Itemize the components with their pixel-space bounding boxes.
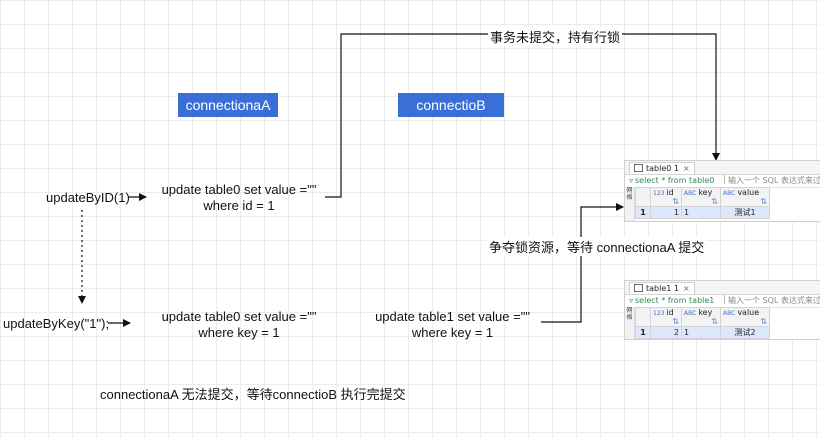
table-grid-icon [634,284,643,292]
type-icon: ABC [723,310,736,317]
sort-icon[interactable]: ⇅ [711,317,718,326]
column-name: key [698,188,713,197]
divider [724,295,725,304]
type-icon: ABC [723,190,736,197]
row-number-header [635,187,651,207]
cell-key[interactable]: 1 [681,326,721,339]
sort-icon[interactable]: ⇅ [760,197,767,206]
sql-a1-line2: where id = 1 [203,198,275,213]
table1-tab-bar: table1 1× [625,281,820,295]
column-name: key [698,308,713,317]
table0-tab-bar: table0 1× [625,161,820,175]
close-icon[interactable]: × [682,164,690,173]
sql-b-line2: where key = 1 [411,325,494,340]
table0-tab-label: table0 1 [646,164,679,173]
bottom-note: connectionaA 无法提交，等待connectioB 执行完提交 [100,387,406,402]
column-name: id [666,188,674,197]
sql-a1-line1: update table0 set value ="" [161,182,317,197]
cell-key[interactable]: 1 [681,206,721,219]
cell-value[interactable]: 测试2 [720,326,770,339]
arrow-lock-held [325,33,720,198]
table0-result-panel: table0 1× ▿select * from table0 输入一个 SQL… [624,160,820,222]
sql-b-line1: update table1 set value ="" [375,309,530,324]
cell-id[interactable]: 1 [650,206,682,219]
connection-b-header: connectioB [398,93,504,117]
arrow-compete-lock [541,203,624,323]
update-by-key-label: updateByKey("1"); [3,316,110,331]
sql-block-a2: update table0 set value ="" where key = … [155,309,323,341]
table1-tab[interactable]: table1 1× [629,282,695,294]
filter-icon: ▿ [629,176,634,185]
column-name: value [737,188,760,197]
filter-icon: ▿ [629,296,634,305]
lock-held-note: 事务未提交，持有行锁 [488,27,623,46]
update-by-id-label: updateByID(1) [46,190,130,205]
table-row[interactable]: 1 1 1 测试1 [635,206,770,219]
type-icon: ABC [684,190,697,197]
table-grid-icon [634,164,643,172]
column-name: value [737,308,760,317]
sort-icon[interactable]: ⇅ [672,317,679,326]
close-icon[interactable]: × [682,284,690,293]
table1-grid-side-tab[interactable]: 网格 [625,307,635,339]
sort-icon[interactable]: ⇅ [711,197,718,206]
row-number: 1 [635,326,651,339]
sql-a2-line1: update table0 set value ="" [161,309,317,324]
compete-lock-note: 争夺锁资源，等待 connectionaA 提交 [487,237,707,256]
row-number: 1 [635,206,651,219]
row-number-header [635,307,651,327]
type-icon: 123 [653,190,665,197]
sql-a2-line2: where key = 1 [198,325,280,340]
divider [724,175,725,184]
sql-block-b: update table1 set value ="" where key = … [370,309,535,341]
connection-a-header: connectionaA [178,93,278,117]
column-name: id [666,308,674,317]
table0-grid-side-tab[interactable]: 网格 [625,187,635,221]
table1-query: select * from table1 [635,296,715,305]
cell-value[interactable]: 测试1 [720,206,770,219]
sql-block-a1: update table0 set value ="" where id = 1 [155,182,323,214]
type-icon: ABC [684,310,697,317]
table0-query: select * from table0 [635,176,715,185]
type-icon: 123 [653,310,665,317]
table-row[interactable]: 1 2 1 测试2 [635,326,770,339]
table0-tab[interactable]: table0 1× [629,162,695,174]
sort-icon[interactable]: ⇅ [760,317,767,326]
table1-result-panel: table1 1× ▿select * from table1 输入一个 SQL… [624,280,820,340]
cell-id[interactable]: 2 [650,326,682,339]
sort-icon[interactable]: ⇅ [672,197,679,206]
table1-tab-label: table1 1 [646,284,679,293]
